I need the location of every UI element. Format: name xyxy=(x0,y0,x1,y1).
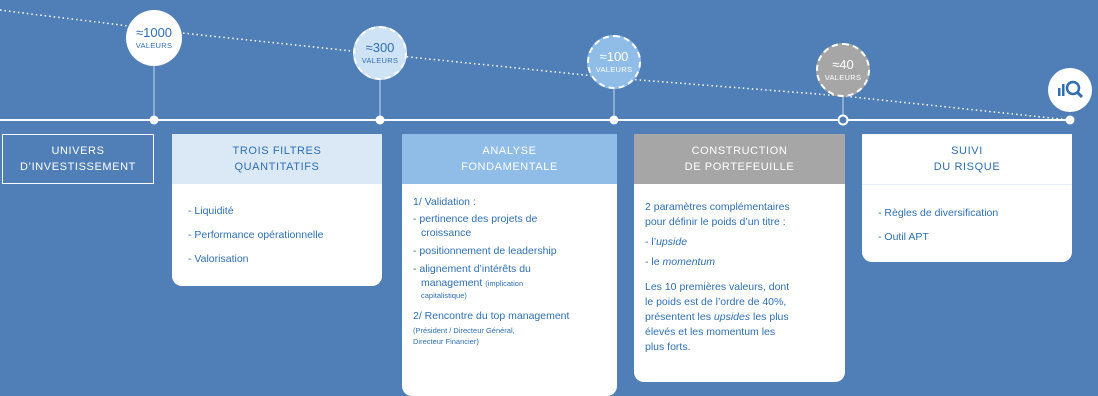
card-title-line2: DU RISQUE xyxy=(933,161,1001,173)
list-item-cont: management (implication xyxy=(413,276,617,290)
timeline-dot-5 xyxy=(1065,115,1075,125)
card-construction-portefeuille: CONSTRUCTION DE PORTEFEUILLE 2 paramètre… xyxy=(634,134,845,382)
bubble-number: ≈40 xyxy=(832,56,854,72)
bubble-number: ≈1000 xyxy=(135,24,173,40)
list-item-cont: croissance xyxy=(421,227,472,239)
implication-note: (implication xyxy=(485,279,524,288)
prefix: - l’ xyxy=(645,236,657,248)
timeline-dot-3 xyxy=(609,115,619,125)
upside-em: upside xyxy=(656,236,688,248)
prefix: - le xyxy=(645,256,663,268)
text: les plus xyxy=(750,311,789,323)
card-body: - Règles de diversification - Outil APT xyxy=(862,185,1072,248)
card-header: TROIS FILTRES QUANTITATIFS xyxy=(172,134,382,184)
rencontre-note-1: (Président / Directeur Général, xyxy=(413,326,515,335)
timeline-dot-1 xyxy=(149,115,159,125)
analysis-magnifier-icon xyxy=(1048,68,1092,112)
timeline-dot-2 xyxy=(375,115,385,125)
bubble-number: ≈100 xyxy=(599,48,629,64)
card-body: - Liquidité - Performance opérationnelle… xyxy=(172,184,382,270)
card-trois-filtres: TROIS FILTRES QUANTITATIFS - Liquidité -… xyxy=(172,134,382,286)
list-item: - Performance opérationnelle xyxy=(188,229,324,241)
card-analyse-fondamentale: ANALYSE FONDAMENTALE 1/ Validation : - p… xyxy=(402,134,617,396)
bubble-unit: VALEURS xyxy=(824,72,862,82)
rencontre-heading: 2/ Rencontre du top management xyxy=(413,310,570,322)
bubble-number: ≈300 xyxy=(365,39,395,55)
univers-line2: D’INVESTISSEMENT xyxy=(20,161,136,173)
card-title-line2: FONDAMENTALE xyxy=(461,161,558,173)
list-item: - positionnement de leadership xyxy=(413,245,557,257)
card-title-line1: SUIVI xyxy=(951,145,983,157)
univers-investissement-box: UNIVERS D’INVESTISSEMENT xyxy=(2,134,154,184)
card-body: 1/ Validation : - pertinence des projets… xyxy=(402,184,617,347)
bubble-100-valeurs: ≈100 VALEURS xyxy=(587,35,641,89)
bubble-40-valeurs: ≈40 VALEURS xyxy=(816,43,870,97)
intro-line-1: 2 paramètres complémentaires xyxy=(645,201,790,213)
validation-heading: 1/ Validation : xyxy=(413,196,476,208)
intro-line-2: pour définir le poids d’un titre : xyxy=(645,216,786,228)
timeline-dot-4 xyxy=(837,114,849,126)
text: présentent les xyxy=(645,311,714,323)
list-item: - Liquidité xyxy=(188,205,234,217)
card-title-line1: ANALYSE xyxy=(482,145,537,157)
momentum-em: momentum xyxy=(662,256,716,268)
bubble-1000-valeurs: ≈1000 VALEURS xyxy=(126,10,182,66)
list-item: - le momentum xyxy=(645,255,845,270)
card-suivi-risque: SUIVI DU RISQUE - Règles de diversificat… xyxy=(862,134,1072,262)
para-line: Les 10 premières valeurs, dont xyxy=(645,281,790,293)
list-item: - l’upside xyxy=(645,235,845,250)
list-item: - pertinence des projets de xyxy=(413,213,538,225)
card-title-line1: CONSTRUCTION xyxy=(691,145,788,157)
univers-line1: UNIVERS xyxy=(51,145,105,157)
card-title-line2: DE PORTEFEUILLE xyxy=(684,161,795,173)
para-line: plus forts. xyxy=(645,341,691,353)
para-line: présentent les upsides les plus xyxy=(645,310,845,325)
list-item: - Outil APT xyxy=(878,231,929,243)
list-item: - alignement d’intérêts du xyxy=(413,263,531,275)
capitalistique-note: capitalistique) xyxy=(421,291,467,300)
list-item: - Règles de diversification xyxy=(878,207,999,219)
card-body: 2 paramètres complémentaires pour défini… xyxy=(634,184,845,355)
bubble-unit: VALEURS xyxy=(595,64,633,74)
card-title-line2: QUANTITATIFS xyxy=(234,161,320,173)
para-line: élevés et les momentum les xyxy=(645,326,776,338)
para-line: le poids est de l’ordre de 40%, xyxy=(645,296,787,308)
list-item: - Valorisation xyxy=(188,253,249,265)
card-title-line1: TROIS FILTRES xyxy=(232,145,322,157)
card-header: CONSTRUCTION DE PORTEFEUILLE xyxy=(634,134,845,184)
rencontre-note-2: Directeur Financier) xyxy=(413,337,479,346)
bubble-unit: VALEURS xyxy=(135,40,173,50)
bubble-unit: VALEURS xyxy=(361,55,399,65)
bubble-300-valeurs: ≈300 VALEURS xyxy=(353,26,407,80)
management-text: management xyxy=(421,277,483,289)
upsides-em: upsides xyxy=(713,311,751,323)
card-header: SUIVI DU RISQUE xyxy=(862,134,1072,185)
card-header: ANALYSE FONDAMENTALE xyxy=(402,134,617,184)
